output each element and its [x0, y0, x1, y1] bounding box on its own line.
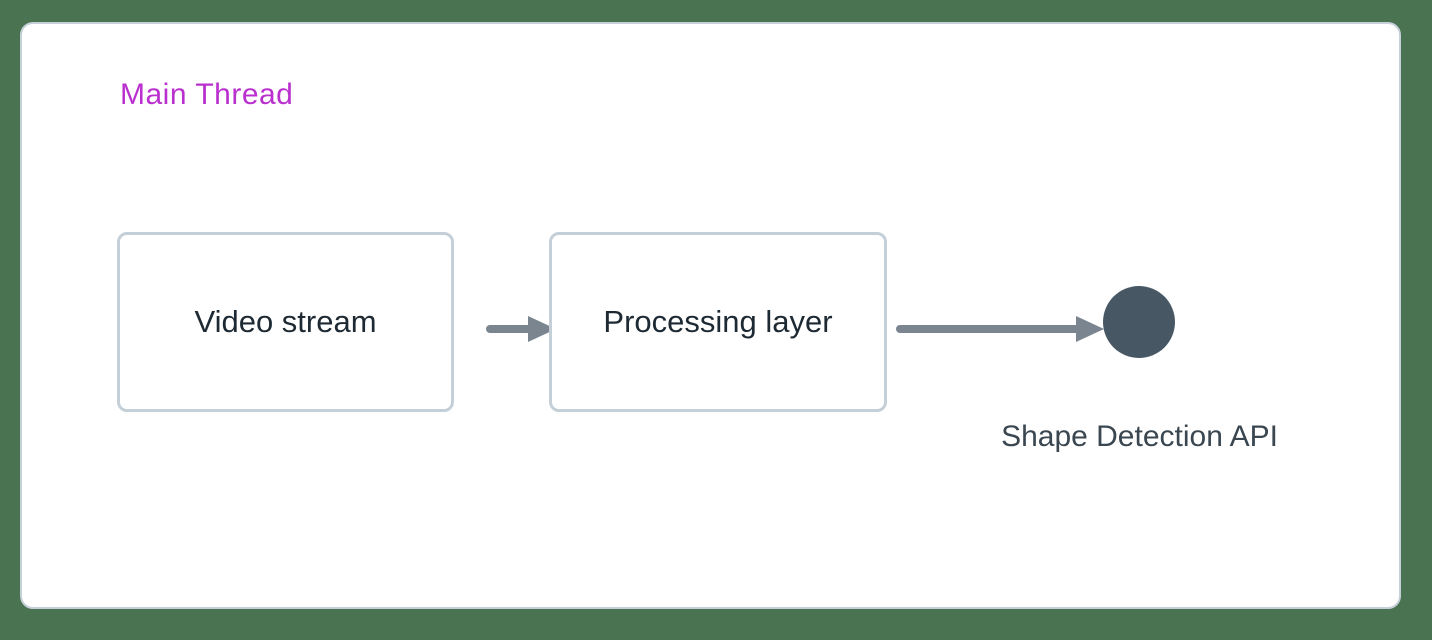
node-video-stream-label: Video stream — [194, 304, 377, 339]
node-processing-layer-label: Processing layer — [603, 304, 833, 339]
node-shape-detection-label: Shape Detection API — [1001, 420, 1278, 453]
lane-title: Main Thread — [120, 78, 294, 111]
arrow-icon-processing-to-api — [896, 316, 1104, 342]
node-processing-layer: Processing layer — [549, 232, 887, 412]
node-video-stream: Video stream — [117, 232, 454, 412]
main-thread-card: Main Thread Video stream Processing laye… — [20, 22, 1401, 609]
arrow-icon-video-to-processing — [486, 316, 556, 342]
node-shape-detection-circle-icon — [1103, 286, 1175, 358]
